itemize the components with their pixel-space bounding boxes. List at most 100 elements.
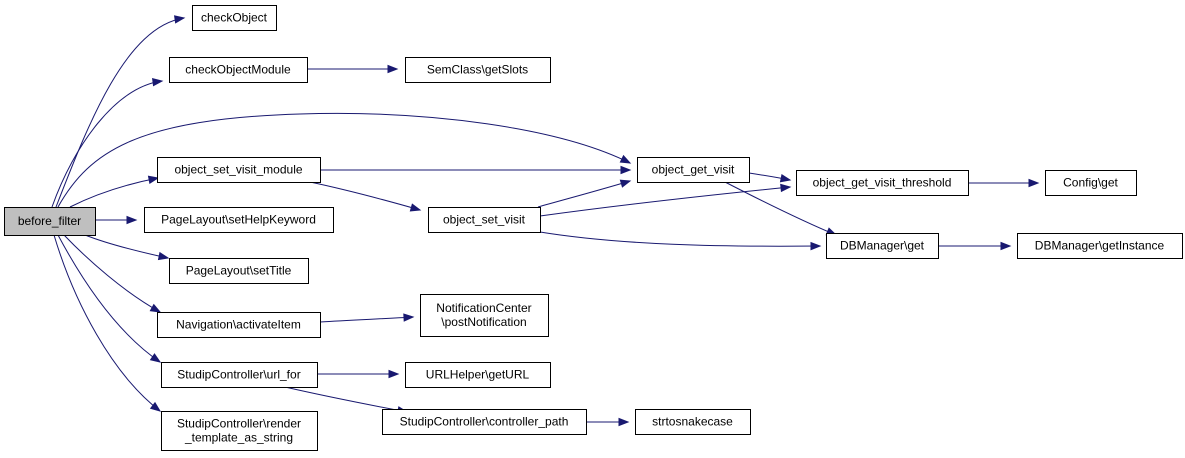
node-label: Navigation\activateItem: [176, 318, 301, 332]
edge-controller_path-to-strtosnakecase: [585, 417, 630, 427]
node-box: [1045, 170, 1137, 196]
nodes-layer: before_filter checkObject checkObjectModul…: [4, 5, 1183, 451]
node-box: [428, 207, 541, 233]
node-getURL[interactable]: URLHelper\getURL: [405, 362, 551, 388]
node-label: URLHelper\getURL: [426, 368, 530, 382]
arrow-head-icon: [810, 241, 822, 251]
edge-before_filter-to-object_set_visit_module: [69, 175, 160, 208]
node-box: [157, 312, 321, 338]
edge-before_filter-to-url_for: [57, 234, 162, 363]
edge-checkObjectModule-to-getSlots: [307, 64, 399, 74]
node-label: StudipController\url_for: [177, 368, 300, 382]
node-label: DBManager\getInstance: [1035, 239, 1165, 253]
node-box: [161, 362, 318, 388]
node-box: [161, 411, 318, 451]
node-box: [1017, 233, 1183, 259]
edge-object_set_visit_module-to-object_set_visit: [309, 181, 422, 212]
edge-object_get_visit-to-threshold: [748, 172, 792, 183]
node-box: [157, 157, 321, 183]
arrow-head-icon: [147, 175, 160, 185]
arrow-head-icon: [157, 251, 170, 261]
edge-line: [539, 186, 791, 217]
edge-before_filter-to-object_get_visit: [57, 112, 632, 208]
node-threshold[interactable]: object_get_visit_threshold: [796, 170, 969, 196]
edge-line: [57, 112, 631, 208]
arrow-head-icon: [618, 417, 630, 427]
node-label: PageLayout\setTitle: [186, 264, 292, 278]
edge-object_set_visit-to-object_get_visit: [537, 179, 632, 208]
node-setTitle[interactable]: PageLayout\setTitle: [169, 258, 309, 284]
node-label: object_set_visit: [443, 213, 526, 227]
arrow-head-icon: [780, 183, 792, 193]
edge-object_set_visit_module-to-object_get_visit: [320, 165, 632, 175]
edge-line: [319, 316, 414, 323]
edge-line: [55, 17, 185, 208]
node-label: StudipController\render: [177, 417, 301, 431]
edges-layer: [51, 15, 1040, 427]
node-getInstance[interactable]: DBManager\getInstance: [1017, 233, 1183, 259]
node-setHelpKeyword[interactable]: PageLayout\setHelpKeyword: [144, 207, 334, 233]
node-label: checkObject: [201, 11, 268, 25]
arrow-head-icon: [1028, 178, 1040, 188]
node-label: SemClass\getSlots: [427, 63, 528, 77]
node-label: Config\get: [1063, 176, 1118, 190]
arrow-head-icon: [149, 303, 162, 313]
node-checkObjectModule[interactable]: checkObjectModule: [169, 57, 308, 83]
node-label: DBManager\get: [840, 239, 925, 253]
node-strtosnakecase[interactable]: strtosnakecase: [635, 409, 751, 435]
edge-object_set_visit-to-threshold: [539, 183, 792, 217]
node-object-set-visit[interactable]: object_set_visit: [428, 207, 541, 233]
node-label: object_get_visit_threshold: [813, 176, 952, 190]
arrow-head-icon: [619, 179, 632, 188]
node-activateItem[interactable]: Navigation\activateItem: [157, 312, 321, 338]
arrow-head-icon: [388, 369, 400, 379]
arrow-head-icon: [152, 78, 164, 87]
node-dbget[interactable]: DBManager\get: [826, 233, 939, 259]
arrow-head-icon: [619, 154, 632, 164]
node-box: [405, 57, 551, 83]
node-box: [405, 362, 551, 388]
arrow-head-icon: [1000, 241, 1012, 251]
node-box: [796, 170, 969, 196]
edge-before_filter-to-render_template: [53, 234, 162, 412]
node-box: [637, 157, 750, 183]
edge-activateItem-to-postNotification: [319, 313, 415, 323]
node-label: \postNotification: [441, 315, 526, 329]
node-label: checkObjectModule: [185, 63, 291, 77]
arrow-head-icon: [174, 15, 186, 24]
node-render-template[interactable]: StudipController\render_template_as_stri…: [161, 411, 318, 451]
node-getSlots[interactable]: SemClass\getSlots: [405, 57, 551, 83]
edge-line: [537, 180, 631, 208]
edge-line: [51, 80, 163, 208]
node-object-set-visit-module[interactable]: object_set_visit_module: [157, 157, 321, 183]
arrow-head-icon: [387, 64, 399, 74]
node-box: [826, 233, 939, 259]
node-box: [4, 207, 96, 236]
node-box: [169, 57, 308, 83]
node-label: StudipController\controller_path: [400, 415, 569, 429]
node-postNotification[interactable]: NotificationCenter\postNotification: [420, 294, 549, 337]
arrow-head-icon: [149, 401, 162, 412]
node-label: object_set_visit_module: [174, 163, 302, 177]
node-label: strtosnakecase: [652, 415, 733, 429]
node-before-filter[interactable]: before_filter: [4, 207, 96, 236]
node-box: [192, 5, 277, 31]
node-box: [144, 207, 334, 233]
edge-url_for-to-getURL: [316, 369, 400, 379]
node-configget[interactable]: Config\get: [1045, 170, 1137, 196]
node-object-get-visit[interactable]: object_get_visit: [637, 157, 750, 183]
node-controller-path[interactable]: StudipController\controller_path: [382, 409, 587, 435]
edge-line: [284, 386, 408, 413]
edge-object_set_visit-to-dbget: [539, 231, 822, 251]
node-box: [420, 294, 549, 337]
edge-before_filter-to-setHelpKeyword: [95, 215, 138, 225]
edge-before_filter-to-activateItem: [63, 234, 162, 313]
node-box: [169, 258, 309, 284]
node-label: object_get_visit: [652, 163, 735, 177]
arrow-head-icon: [620, 165, 632, 175]
node-label: PageLayout\setHelpKeyword: [161, 213, 316, 227]
node-url-for[interactable]: StudipController\url_for: [161, 362, 318, 388]
arrow-head-icon: [126, 215, 138, 225]
node-checkObject[interactable]: checkObject: [192, 5, 277, 31]
